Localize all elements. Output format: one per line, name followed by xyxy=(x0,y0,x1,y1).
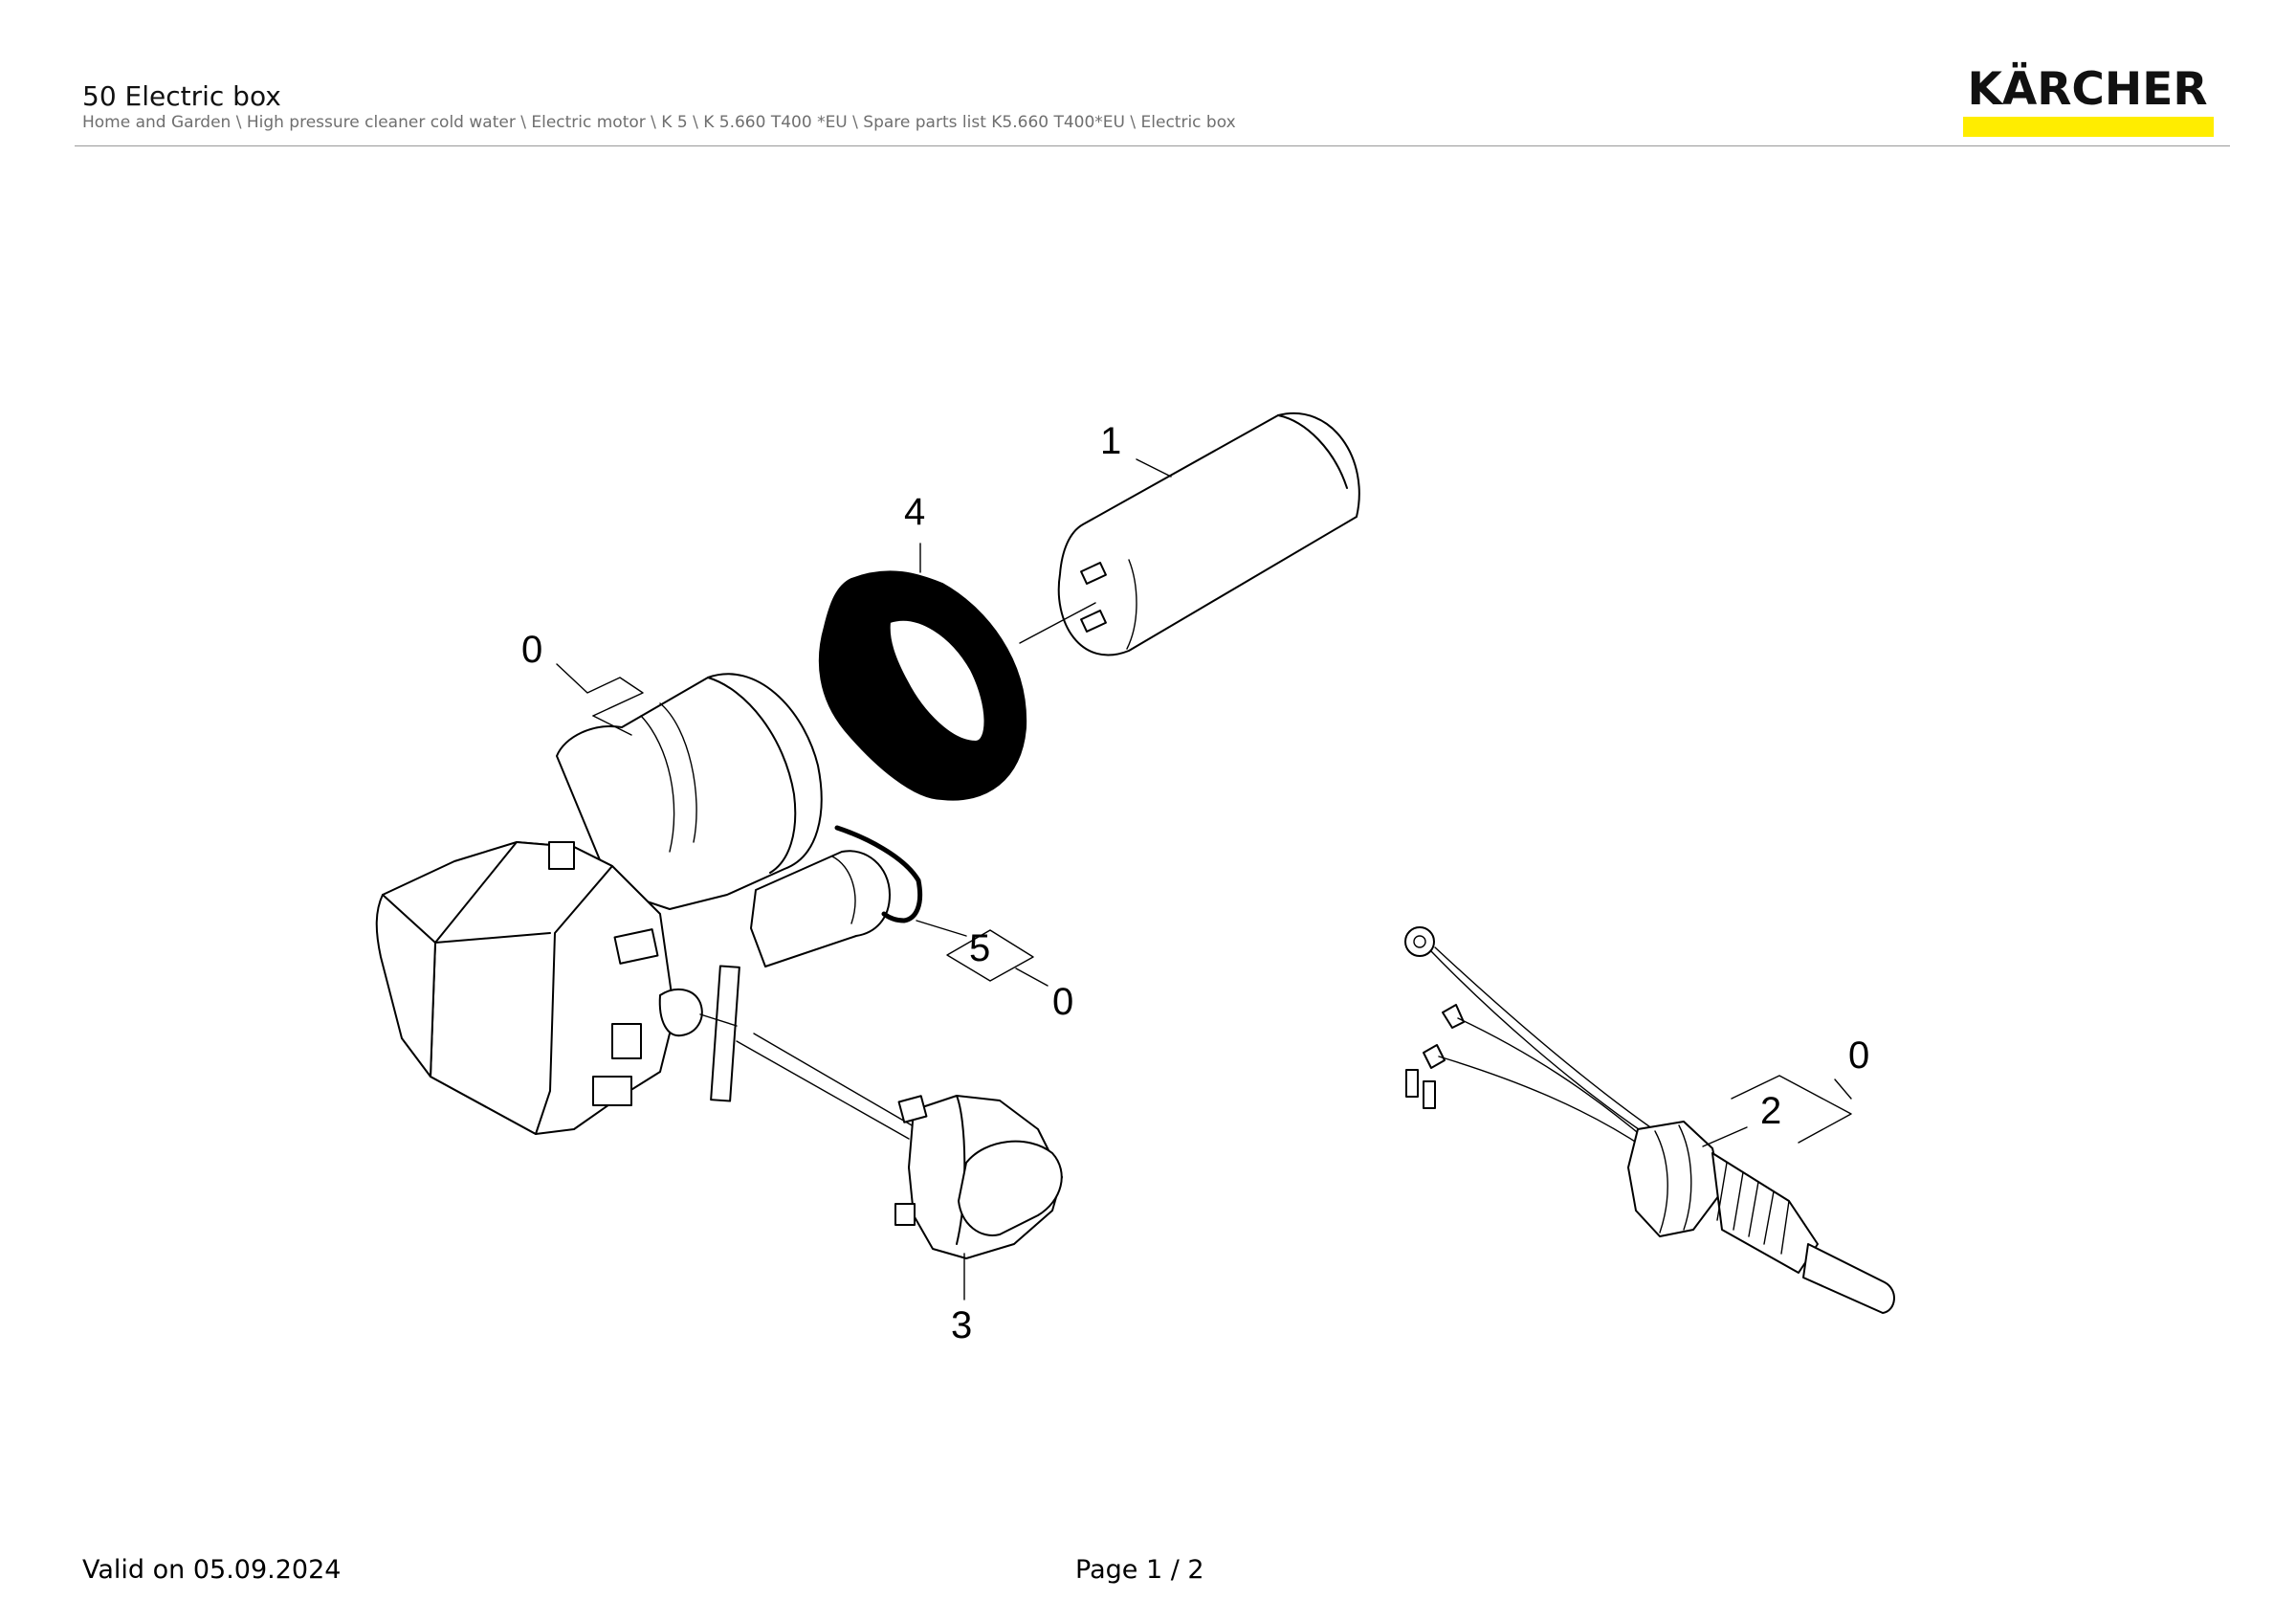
part-rubber-ring xyxy=(818,570,1027,801)
logo-wordmark: KÄRCHER xyxy=(1967,63,2208,116)
karcher-logo: KÄRCHER xyxy=(1961,65,2214,140)
callout-5: 5 xyxy=(969,927,990,969)
callout-4: 4 xyxy=(904,491,925,533)
page-indicator: Page 1 / 2 xyxy=(1075,1555,1204,1585)
breadcrumb: Home and Garden \ High pressure cleaner … xyxy=(82,113,1236,132)
part-motor-housing xyxy=(375,673,923,1140)
callout-3: 3 xyxy=(951,1304,972,1346)
callout-1: 1 xyxy=(1100,420,1121,462)
page-title: 50 Electric box xyxy=(82,80,281,112)
logo-yellow-bar xyxy=(1963,117,2214,137)
callout-0-motor: 0 xyxy=(521,629,542,671)
part-cable-connector xyxy=(1404,926,1895,1314)
header-divider xyxy=(75,145,2230,146)
callout-2: 2 xyxy=(1760,1090,1781,1132)
callout-0-oring: 0 xyxy=(1052,981,1073,1023)
part-capacitor xyxy=(1019,412,1360,656)
part-rotary-knob xyxy=(894,1095,1063,1301)
callout-leaders xyxy=(556,458,1852,1147)
valid-date: Valid on 05.09.2024 xyxy=(82,1555,342,1585)
callout-0-cable: 0 xyxy=(1848,1034,1869,1077)
